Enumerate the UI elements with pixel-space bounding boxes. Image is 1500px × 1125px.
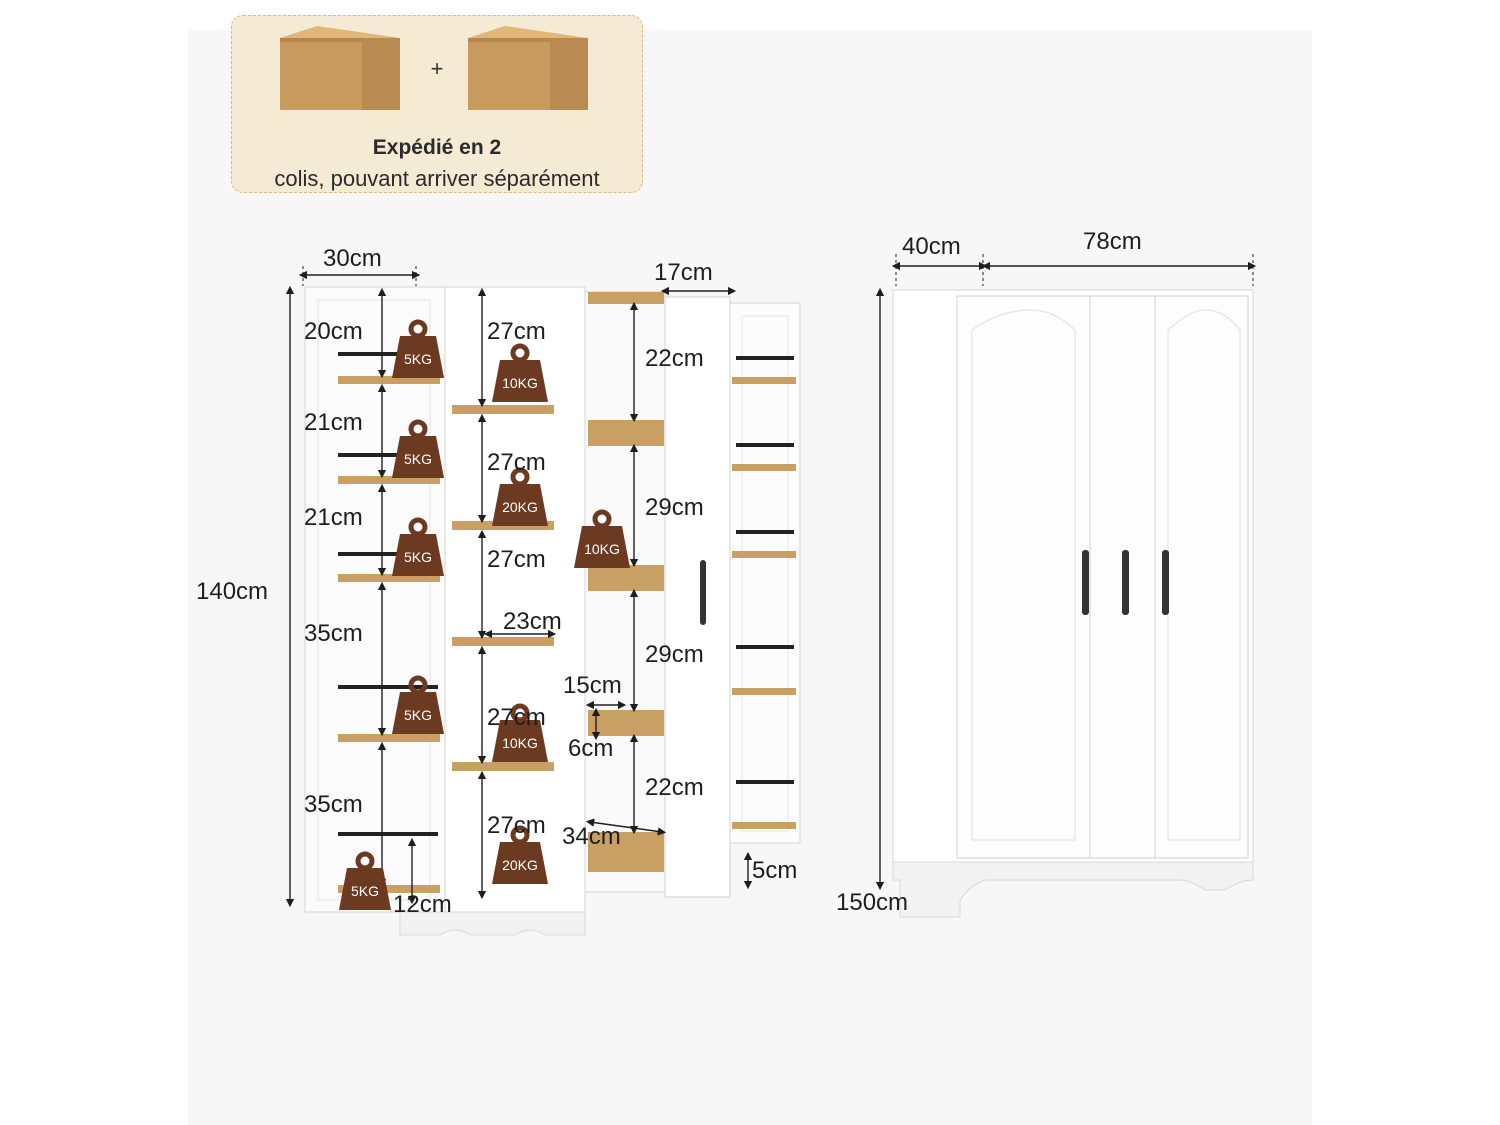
plus-sign: + (430, 56, 444, 81)
dim-drawer-gap: 22cm (645, 345, 704, 372)
shipping-info-panel: + Expédié en 2 colis, pouvant arriver sé… (231, 15, 643, 193)
dim-left-shelf: 35cm (304, 620, 363, 647)
weight-icon: 20KG (492, 825, 548, 884)
dimension-labels: 30cm 17cm 140cm 20cm 21cm 21cm 35cm 35cm… (196, 228, 1142, 918)
dim-drawer-gap: 29cm (645, 494, 704, 521)
weight-icon: 10KG (492, 703, 548, 762)
dim-outer-height: 150cm (836, 889, 908, 916)
weight-label: 5KG (404, 707, 432, 723)
dim-left-shelf: 35cm (304, 791, 363, 818)
closed-cabinet-base (892, 861, 1254, 918)
dim-left-shelf: 20cm (304, 318, 363, 345)
closed-cabinet (892, 289, 1254, 918)
left-door (304, 286, 446, 913)
dim-outer-depth: 40cm (902, 233, 961, 260)
weight-label: 10KG (502, 375, 538, 391)
dim-middle-shelf: 27cm (487, 704, 546, 731)
dim-left-shelf: 21cm (304, 409, 363, 436)
dim-middle-shelf: 27cm (487, 449, 546, 476)
dimension-lines (285, 261, 1257, 908)
weight-label: 20KG (502, 499, 538, 515)
dim-bottom-gap: 12cm (393, 891, 452, 918)
weight-label: 10KG (584, 541, 620, 557)
dim-drawer-depth: 17cm (654, 259, 713, 286)
right-door (664, 296, 731, 898)
door-handle (1082, 550, 1089, 615)
dim-middle-shelf: 27cm (487, 318, 546, 345)
weight-icon: 5KG (392, 419, 444, 478)
weight-icon: 10KG (574, 509, 630, 568)
shipping-boxes-illustration (280, 26, 588, 110)
weight-label: 10KG (502, 735, 538, 751)
door-right (1154, 295, 1249, 859)
far-right-door-shelves (732, 356, 796, 829)
dim-middle-shelf: 27cm (487, 546, 546, 573)
weight-icon: 20KG (492, 467, 548, 526)
dim-drawer-height: 6cm (568, 735, 613, 762)
box-icon (468, 26, 588, 110)
weight-icon: 5KG (392, 319, 444, 378)
box-icon (280, 26, 400, 110)
shipping-subtitle: colis, pouvant arriver séparément (274, 166, 600, 191)
weight-label: 5KG (351, 883, 379, 899)
dim-inner-depth: 30cm (323, 245, 382, 272)
dim-drawer-length: 34cm (562, 823, 621, 850)
door-handle (1162, 550, 1169, 615)
weight-icon: 5KG (392, 675, 444, 734)
dim-drawer-gap: 29cm (645, 641, 704, 668)
weight-icons: 5KG 5KG 5KG 5KG 5KG 10KG (339, 319, 630, 910)
dim-drawer-gap: 22cm (645, 774, 704, 801)
cabinet-base (399, 911, 586, 936)
weight-label: 5KG (404, 549, 432, 565)
dim-middle-shelf: 23cm (503, 608, 562, 635)
pull-out-column (584, 291, 666, 893)
left-door-shelves (338, 352, 440, 893)
dim-foot-height: 5cm (752, 857, 797, 884)
dim-left-shelf: 21cm (304, 504, 363, 531)
weight-label: 5KG (404, 351, 432, 367)
dim-inner-height: 140cm (196, 578, 268, 605)
weight-icon: 10KG (492, 343, 548, 402)
door-handle (1122, 550, 1129, 615)
weight-icon: 5KG (392, 517, 444, 576)
pull-out-drawers (588, 292, 664, 872)
shipping-title: Expédié en 2 (372, 136, 502, 159)
dim-middle-shelf: 27cm (487, 812, 546, 839)
door-left (956, 295, 1091, 859)
weight-label: 20KG (502, 857, 538, 873)
dim-outer-width: 78cm (1083, 228, 1142, 255)
dim-drawer-width: 15cm (563, 672, 622, 699)
extension-lines (302, 254, 1254, 286)
weight-icon: 5KG (339, 851, 391, 910)
weight-label: 5KG (404, 451, 432, 467)
door-handle (700, 560, 706, 625)
